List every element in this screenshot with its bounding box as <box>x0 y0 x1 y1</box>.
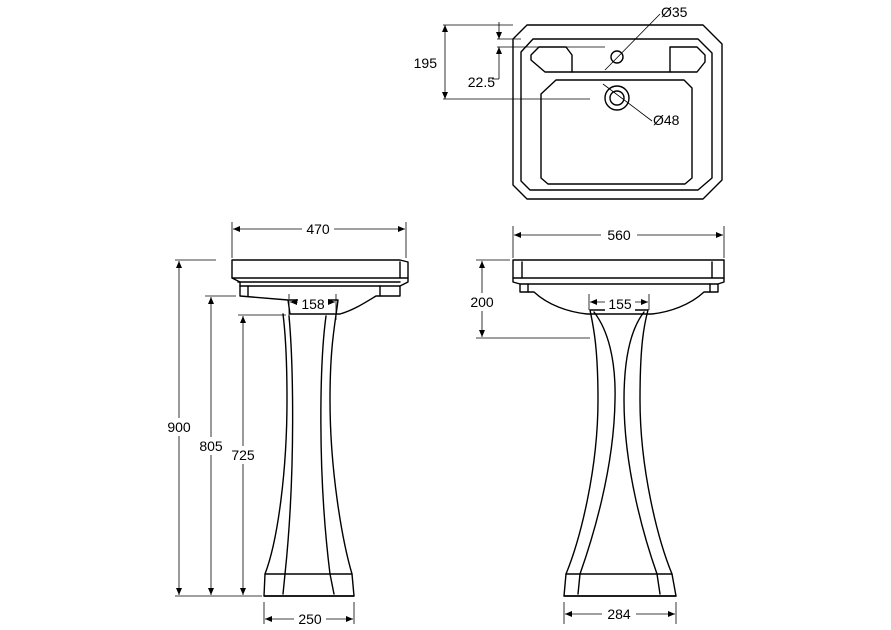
plan-view <box>512 13 723 200</box>
side-basin-body <box>231 259 409 315</box>
side-pedestal <box>263 299 355 597</box>
front-view <box>512 259 725 597</box>
plan-rim-outline <box>520 38 713 191</box>
label-tap-hole-diameter: Ø35 <box>661 4 688 20</box>
label-front-width: 560 <box>607 227 631 243</box>
dimension-labels: Ø35 Ø48 195 22.5 470 900 805 725 158 250… <box>164 4 688 628</box>
label-rim-height: 805 <box>199 438 223 454</box>
label-side-base: 250 <box>298 611 322 627</box>
label-front-neck: 155 <box>608 296 632 312</box>
label-plan-depth: 195 <box>414 55 438 71</box>
waste-inner-icon <box>609 90 625 106</box>
plan-tap-platform-right <box>669 46 706 73</box>
front-basin-body <box>512 259 725 315</box>
waste-outer-icon <box>604 85 630 111</box>
front-dimensions <box>476 226 725 624</box>
front-pedestal <box>563 309 677 597</box>
plan-outer-outline <box>512 24 723 200</box>
label-plan-offset: 22.5 <box>468 74 495 90</box>
side-view <box>231 259 409 597</box>
label-front-base: 284 <box>607 606 631 622</box>
label-waste-diameter: Ø48 <box>653 112 680 128</box>
label-side-width: 470 <box>306 221 330 237</box>
label-pedestal-height: 725 <box>231 447 255 463</box>
plan-bowl-inner <box>540 79 693 185</box>
label-total-height: 900 <box>167 419 191 435</box>
label-front-bowl-depth: 200 <box>470 294 494 310</box>
label-side-neck: 158 <box>301 296 325 312</box>
plan-dimensions <box>442 22 605 100</box>
tap-hole-icon <box>610 50 624 64</box>
plan-tap-platform-left <box>530 46 573 73</box>
leader-waste <box>602 83 653 122</box>
leader-tap <box>604 13 661 71</box>
